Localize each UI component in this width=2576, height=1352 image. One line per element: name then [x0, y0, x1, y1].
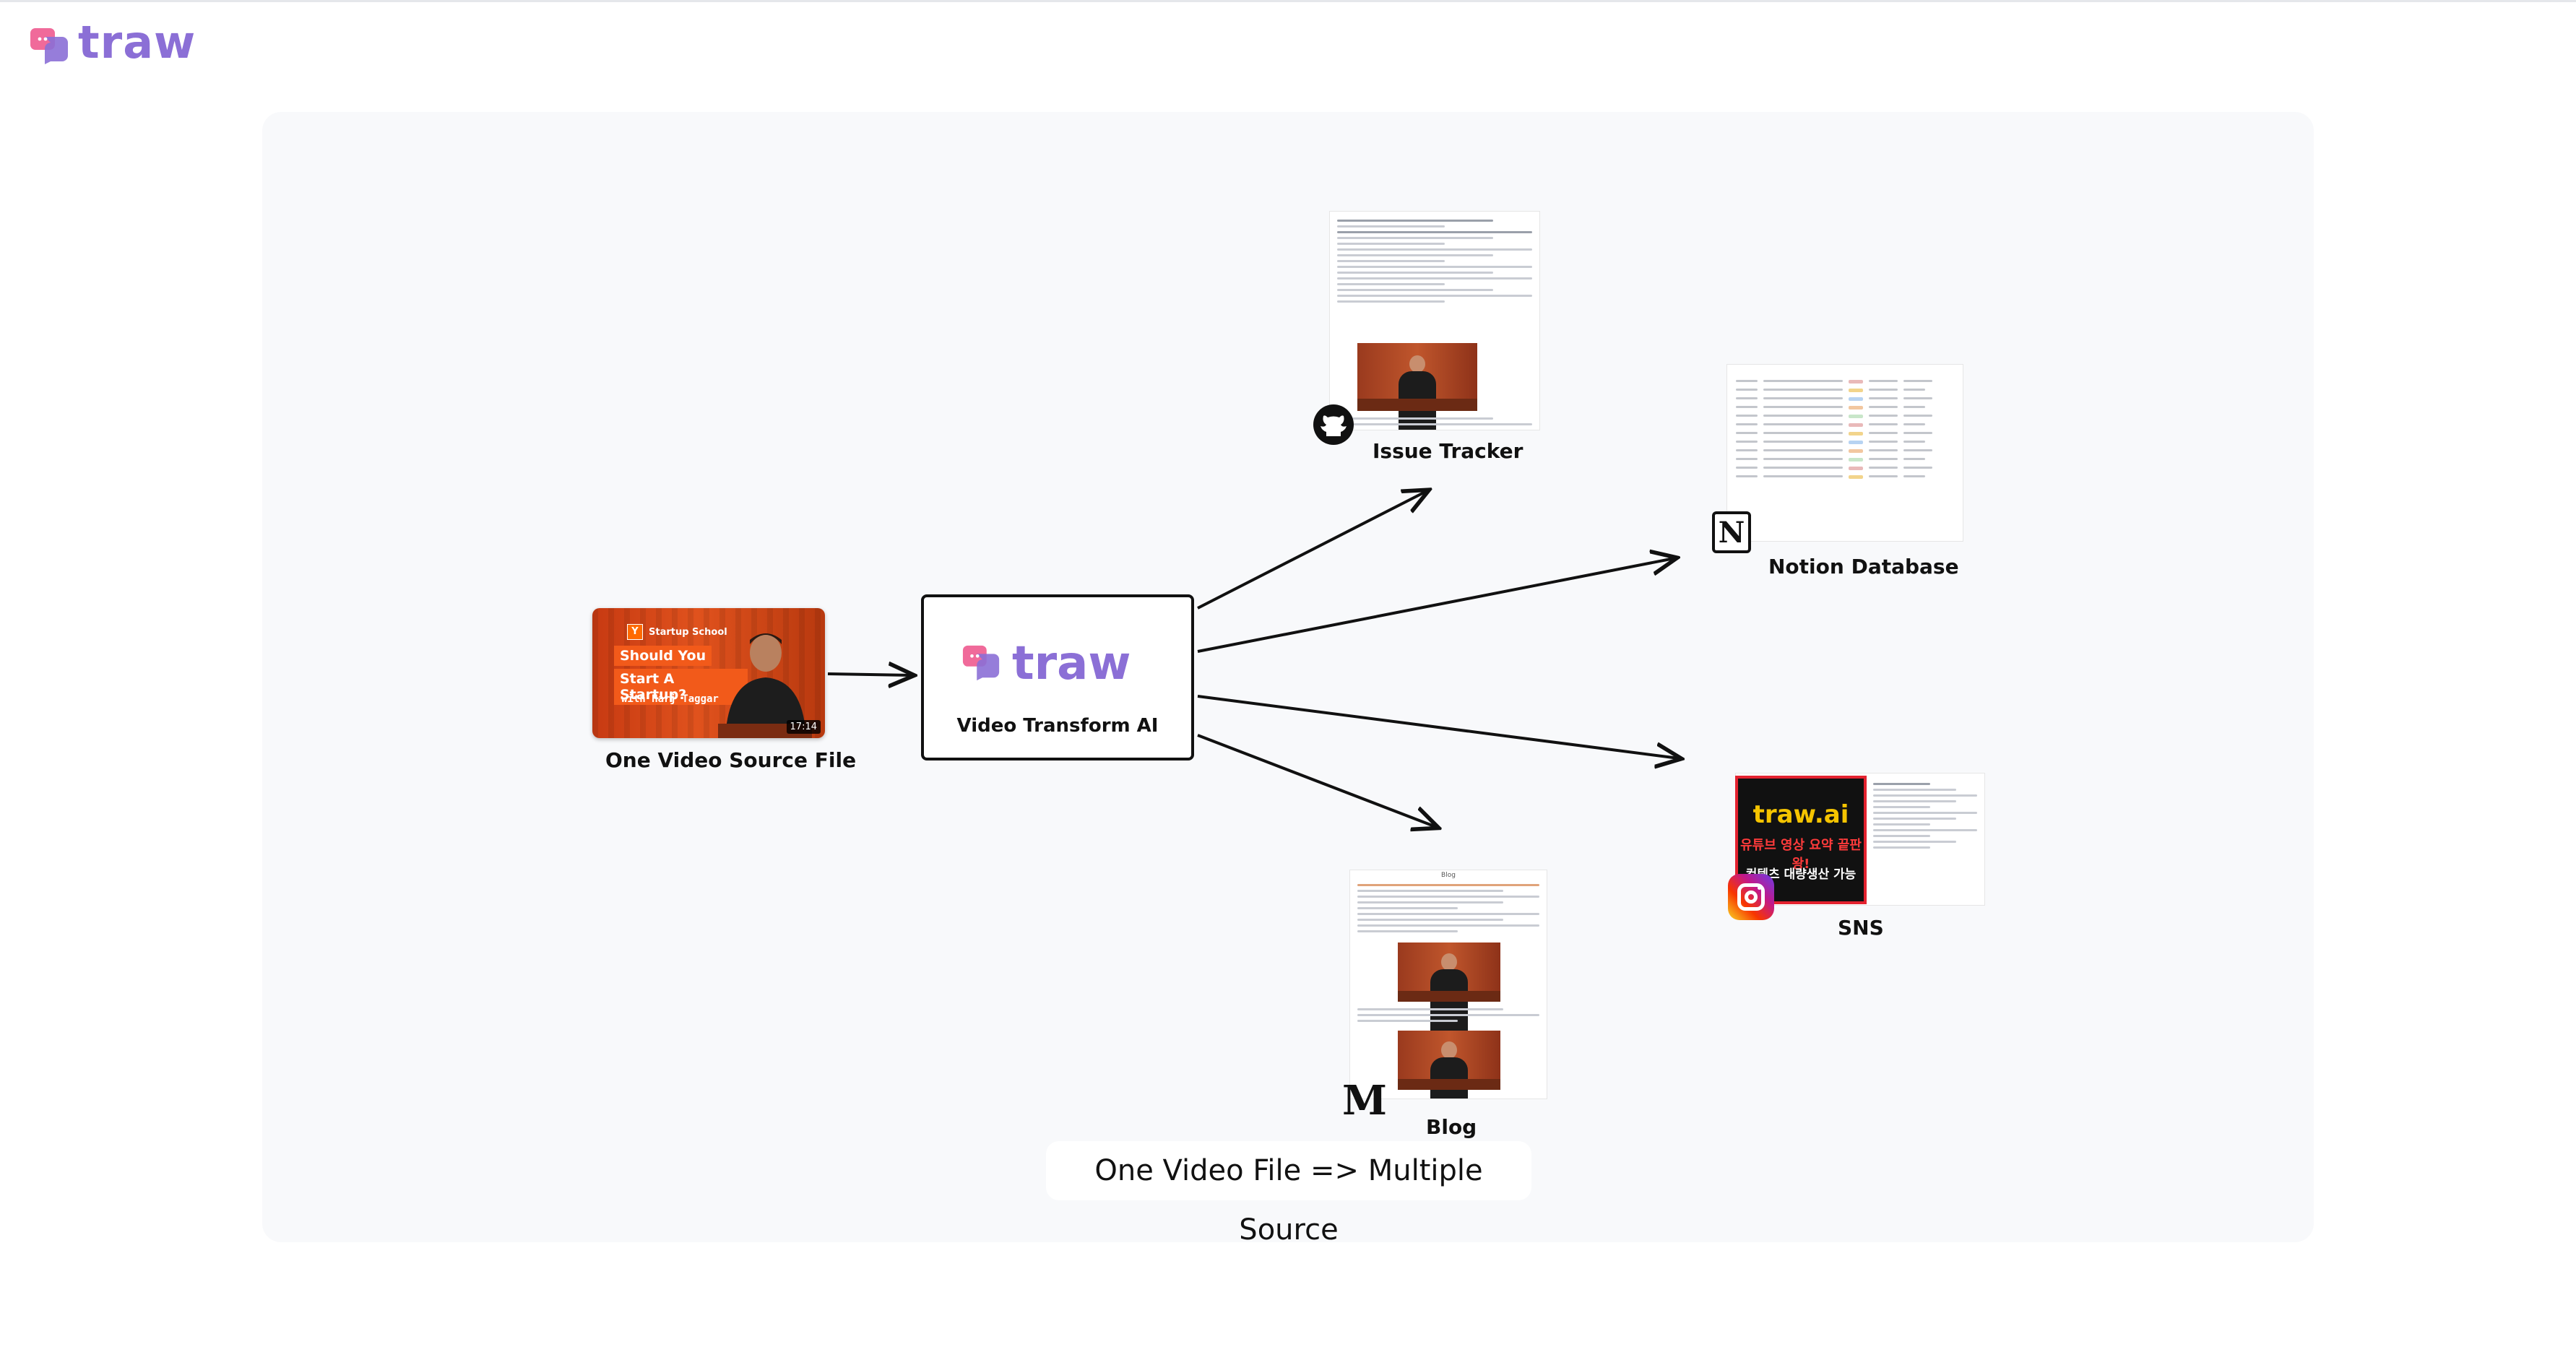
notion-database-label: Notion Database — [1768, 555, 1959, 578]
video-transform-ai-node[interactable]: traw Video Transform AI — [921, 594, 1194, 760]
traw-logo-icon — [962, 645, 1000, 681]
arrow-to-sns — [1197, 695, 1679, 758]
traw-logo-icon — [30, 28, 68, 64]
issue-tracker-preview[interactable] — [1329, 211, 1540, 430]
sns-label: SNS — [1838, 916, 1884, 940]
video-byline: with Harj Taggar — [621, 693, 719, 705]
arrow-to-notion — [1197, 558, 1674, 653]
header-logo[interactable]: traw — [29, 20, 196, 65]
y-combinator-icon: Y — [627, 624, 643, 640]
presenter-image — [718, 633, 812, 738]
instagram-icon — [1728, 874, 1774, 920]
source-label: One Video Source File — [605, 748, 857, 772]
arrow-source-to-traw — [827, 674, 912, 675]
arrow-to-blog — [1197, 734, 1436, 827]
transformer-label: Video Transform AI — [956, 715, 1159, 737]
blog-label: Blog — [1426, 1115, 1477, 1139]
duration-badge: 17:14 — [786, 720, 821, 734]
traw-wordmark: traw — [1012, 637, 1131, 690]
logo-wordmark: traw — [78, 16, 196, 69]
diagram-caption: One Video File => Multiple Source — [1046, 1141, 1531, 1247]
medium-icon: M — [1342, 1077, 1387, 1124]
video-title: Should You Start A Startup? — [614, 644, 748, 706]
blog-preview[interactable]: Blog — [1349, 870, 1547, 1099]
notion-icon: N — [1712, 511, 1751, 553]
blog-header: Blog — [1441, 872, 1456, 879]
startup-school-badge: Y Startup School — [627, 624, 727, 640]
arrow-to-issue-tracker — [1197, 491, 1427, 610]
issue-tracker-label: Issue Tracker — [1373, 439, 1523, 463]
video-source-thumbnail[interactable]: Y Startup School Should You Start A Star… — [592, 608, 825, 738]
top-border — [0, 0, 2576, 2]
github-icon — [1313, 404, 1354, 445]
notion-database-preview[interactable] — [1726, 364, 1963, 542]
